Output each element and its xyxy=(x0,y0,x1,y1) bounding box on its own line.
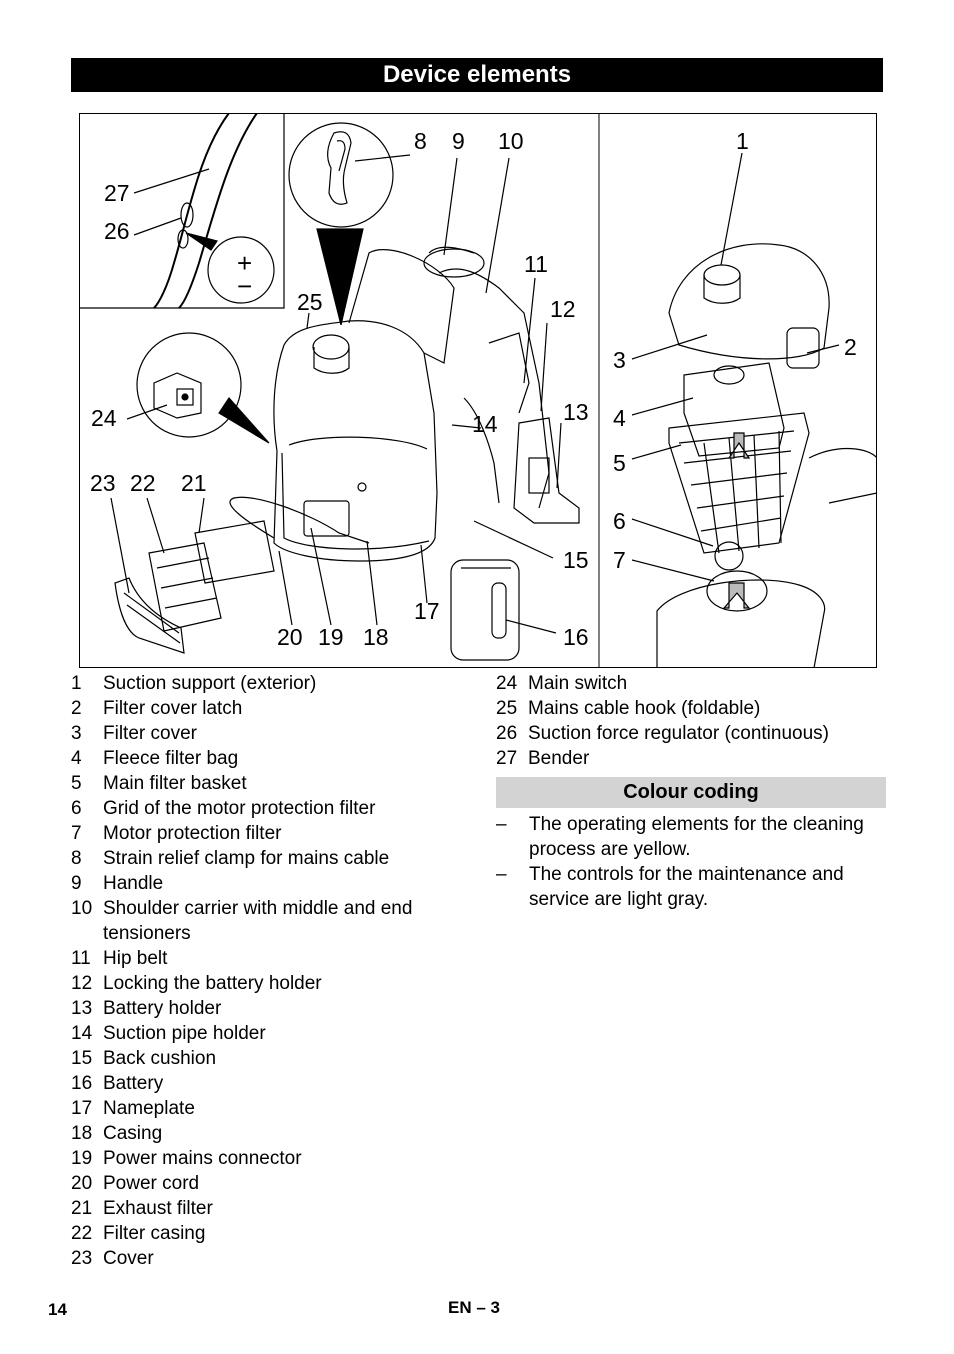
callout-10: 10 xyxy=(498,128,524,154)
callout-6: 6 xyxy=(613,508,626,534)
callout-19: 19 xyxy=(318,624,344,650)
callout-1: 1 xyxy=(736,128,749,154)
language-page-label: EN – 3 xyxy=(448,1298,500,1317)
callout-11: 11 xyxy=(524,251,548,277)
callout-3: 3 xyxy=(613,347,626,373)
callout-13: 13 xyxy=(563,399,589,425)
callout-24: 24 xyxy=(91,405,117,431)
callout-14: 14 xyxy=(472,411,498,437)
device-drawing xyxy=(79,113,877,668)
callout-22: 22 xyxy=(130,470,156,496)
callout-23: 23 xyxy=(90,470,116,496)
regulator-minus-symbol: − xyxy=(237,271,253,301)
section-heading-colour-coding: Colour coding xyxy=(496,777,886,808)
callout-9: 9 xyxy=(452,128,465,154)
callout-27: 27 xyxy=(104,180,130,206)
callout-17: 17 xyxy=(414,598,440,624)
callout-15: 15 xyxy=(563,547,589,573)
regulator-plus-symbol: + xyxy=(237,248,253,278)
callout-20: 20 xyxy=(277,624,303,650)
callout-16: 16 xyxy=(563,624,589,650)
list-item: –The operating elements for the cleaning… xyxy=(496,814,864,860)
page-number: 14 xyxy=(48,1300,67,1319)
callout-5: 5 xyxy=(613,450,626,476)
callout-4: 4 xyxy=(613,405,626,431)
callout-21: 21 xyxy=(181,470,207,496)
callout-8: 8 xyxy=(414,128,427,154)
device-illustration: + − 27 26 8 9 10 11 25 12 13 24 14 23 22… xyxy=(79,113,877,668)
callout-7: 7 xyxy=(613,547,626,573)
callout-25: 25 xyxy=(297,289,323,315)
callout-12: 12 xyxy=(550,296,576,322)
colour-coding-list: –The operating elements for the cleaning… xyxy=(496,812,886,912)
list-item: –The controls for the maintenance and se… xyxy=(496,864,844,910)
callout-26: 26 xyxy=(104,218,130,244)
callout-18: 18 xyxy=(363,624,389,650)
page-title: Device elements xyxy=(71,58,883,92)
callout-2: 2 xyxy=(844,334,857,360)
